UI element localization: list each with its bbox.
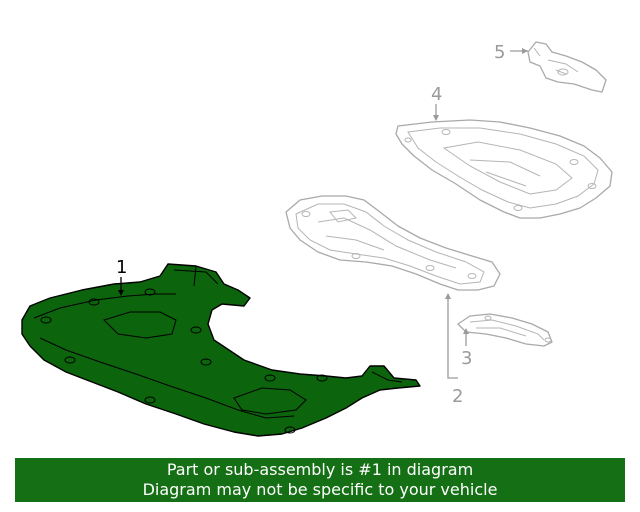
callout-4: 4: [431, 84, 442, 105]
callout-2: 2: [452, 386, 463, 407]
part-5-bracket[interactable]: [527, 41, 607, 93]
leader-2-bracket: [447, 296, 458, 379]
banner-line-2: Diagram may not be specific to your vehi…: [142, 480, 498, 499]
banner-line-1: Part or sub-assembly is #1 in diagram: [166, 460, 474, 479]
part-2-center-cover[interactable]: [285, 195, 501, 291]
callout-5: 5: [494, 42, 505, 63]
part-1-splash-shield[interactable]: [21, 263, 421, 437]
part-4-rear-cover[interactable]: [395, 119, 613, 219]
part-info-banner: Part or sub-assembly is #1 in diagram Di…: [15, 458, 625, 502]
callout-1: 1: [116, 257, 127, 278]
part-3-shield[interactable]: [457, 313, 553, 347]
leader-5-arrow: [522, 48, 528, 54]
leader-4-arrow: [433, 115, 439, 121]
callout-3: 3: [461, 348, 472, 369]
leader-3-arrow: [463, 328, 469, 334]
leader-2-arrow: [445, 293, 451, 299]
leader-1-arrow: [118, 290, 124, 296]
